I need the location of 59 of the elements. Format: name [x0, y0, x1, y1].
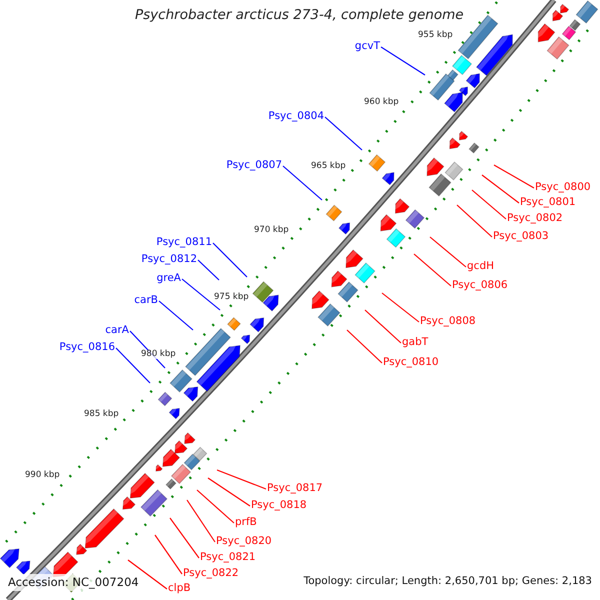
scale-label: 985 kbp	[84, 410, 119, 420]
gene-label: Psyc_0810	[383, 357, 439, 369]
leader-line	[158, 300, 194, 330]
leader-line	[380, 46, 426, 76]
gene-label: Psyc_0804	[268, 111, 324, 123]
gene-label: Psyc_0800	[535, 182, 591, 194]
gene-label: prfB	[235, 517, 257, 529]
gene-label: greA	[156, 273, 181, 285]
title: Psychrobacter arcticus 273-4, complete genome	[135, 8, 464, 23]
leader-line	[364, 310, 402, 344]
gene-label: Psyc_0816	[59, 342, 115, 354]
gene-label: Psyc_0806	[452, 280, 508, 292]
gene-label: Psyc_0807	[226, 160, 282, 172]
gene-label: carB	[134, 295, 158, 307]
leader-line	[128, 560, 168, 590]
leader-line	[494, 164, 534, 188]
scale-label: 970 kbp	[254, 226, 289, 236]
leader-line	[216, 469, 266, 490]
gene-label: carA	[105, 325, 129, 337]
gene-label: Psyc_0818	[251, 500, 307, 512]
gene-label: gcvT	[354, 41, 380, 53]
genome-info-text: Topology: circular; Length: 2,650,701 bp; Genes: 2,183	[304, 576, 592, 588]
gene-label: Psyc_0821	[200, 552, 256, 564]
scale-label: 965 kbp	[311, 162, 346, 172]
gene-label: Psyc_0822	[183, 568, 239, 580]
gene-label: gcdH	[467, 261, 494, 273]
scale-label: 980 kbp	[141, 350, 176, 360]
gene-label: Psyc_0802	[507, 213, 563, 225]
gene-label: Psyc_0803	[493, 231, 549, 243]
leader-line	[414, 254, 452, 286]
leader-line	[430, 236, 466, 268]
gene-label: Psyc_0817	[267, 483, 323, 495]
leader-line	[382, 292, 420, 322]
gene-label: Psyc_0808	[420, 316, 476, 328]
leader-line	[170, 518, 200, 558]
leader-line	[346, 330, 382, 364]
gene-label: Psyc_0811	[156, 237, 212, 249]
leader-line	[198, 260, 220, 280]
leader-line	[472, 190, 506, 220]
leader-line	[196, 490, 234, 524]
gene-label: Psyc_0812	[141, 254, 197, 266]
leader-line	[282, 166, 322, 200]
scale-label: 990 kbp	[25, 471, 60, 480]
leader-line	[482, 174, 520, 204]
scale-label: 960 kbp	[364, 98, 399, 108]
leader-line	[456, 204, 492, 238]
leader-line	[212, 242, 248, 278]
leader-line	[324, 116, 362, 150]
gene-label: clpB	[168, 583, 191, 595]
gene-label: Psyc_0820	[216, 536, 272, 548]
leader-line	[186, 500, 216, 542]
scale-label: 975 kbp	[214, 293, 249, 302]
leader-line	[208, 478, 250, 506]
leader-line	[116, 348, 150, 384]
gene-label: gabT	[402, 337, 428, 349]
leader-line	[154, 534, 182, 574]
scale-label: 955 kbp	[418, 31, 453, 40]
gene-label: Psyc_0801	[520, 197, 576, 209]
leader-line	[182, 278, 220, 310]
